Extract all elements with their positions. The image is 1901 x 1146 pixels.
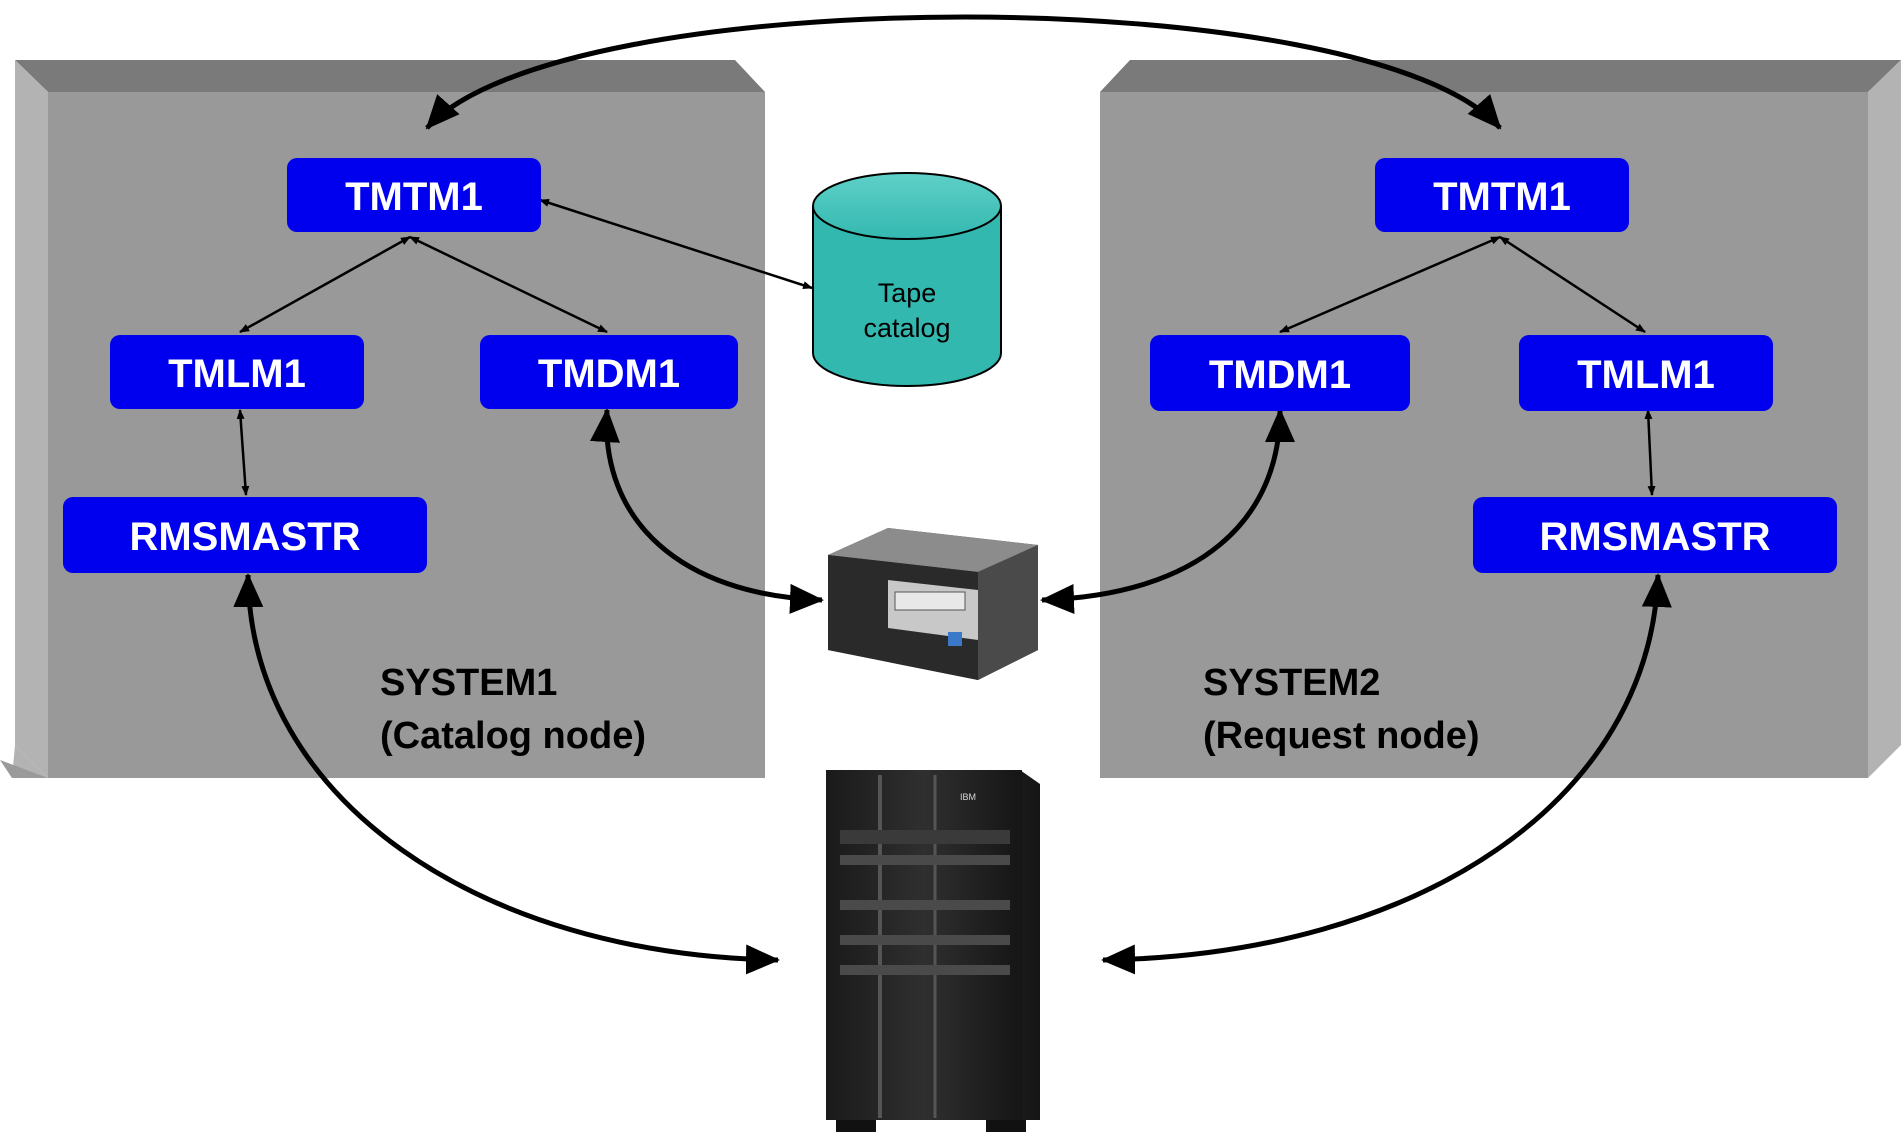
s1-tmlm-label: TMLM1: [168, 352, 306, 396]
s1-tmdm-label: TMDM1: [538, 352, 680, 396]
s1-tmtm-tmlm-link: [239, 235, 411, 334]
s2-tmlm-label: TMLM1: [1577, 353, 1715, 397]
s1-tmtm-catalog-link: [539, 198, 813, 290]
tmtm-link-arc: [425, 14, 1502, 130]
s1-tmdm-box: TMDM1: [480, 335, 738, 409]
s1-tmtm-label: TMTM1: [345, 175, 483, 219]
tape-drive-icon: [828, 528, 1038, 680]
s2-tmdm-tapedrive-link: [1040, 408, 1295, 614]
s1-tmtm-box: TMTM1: [287, 158, 541, 232]
s2-rmsmastr-label: RMSMASTR: [1539, 515, 1770, 559]
system2-role: (Request node): [1203, 715, 1480, 757]
s2-tmdm-label: TMDM1: [1209, 353, 1351, 397]
mainframe-server-icon: IBM: [826, 770, 1040, 1132]
tape-catalog-label-line2: catalog: [863, 313, 950, 343]
s1-rmsmastr-box: RMSMASTR: [63, 497, 427, 573]
system2-name: SYSTEM2: [1203, 662, 1380, 704]
s2-rmsmastr-box: RMSMASTR: [1473, 497, 1837, 573]
s2-tmdm-box: TMDM1: [1150, 335, 1410, 411]
database-cylinder-icon: Tape catalog: [812, 172, 1002, 387]
s2-tmlm-rms-link: [1644, 409, 1656, 496]
s2-tmtm-label: TMTM1: [1433, 175, 1571, 219]
system1-name: SYSTEM1: [380, 662, 557, 704]
s1-rmsmastr-label: RMSMASTR: [129, 515, 360, 559]
s2-tmtm-tmdm-link: [1279, 235, 1501, 334]
system1-role: (Catalog node): [380, 715, 646, 757]
s2-rms-server-link: [1101, 573, 1672, 975]
s2-tmlm-box: TMLM1: [1519, 335, 1773, 411]
tape-catalog-label-line1: Tape: [878, 278, 937, 308]
s2-tmtm-tmlm-link: [1499, 235, 1646, 334]
s1-tmtm-tmdm-link: [409, 235, 608, 334]
server-brand-label: IBM: [960, 792, 976, 802]
s1-rms-server-link: [233, 573, 780, 975]
connectors: [233, 14, 1672, 975]
s2-tmtm-box: TMTM1: [1375, 158, 1629, 232]
s1-tmlm-box: TMLM1: [110, 335, 364, 409]
s1-tmlm-rms-link: [236, 409, 250, 496]
